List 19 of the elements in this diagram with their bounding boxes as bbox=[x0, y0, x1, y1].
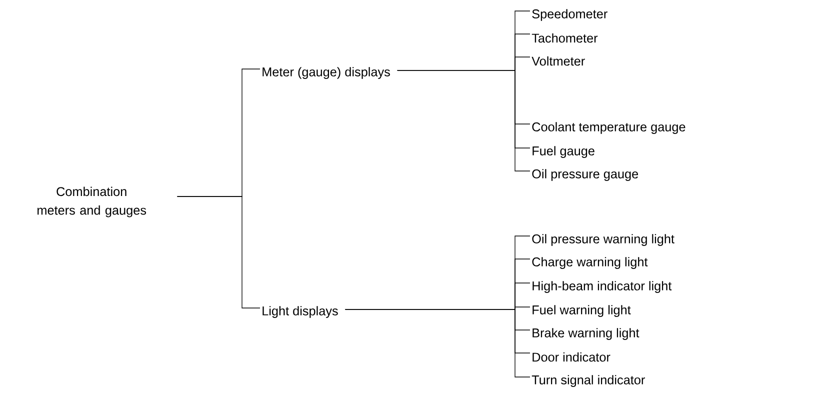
tree-label: Turn signal indicator bbox=[532, 375, 645, 387]
tree-label: Speedometer bbox=[532, 9, 608, 21]
tree-label: Oil pressure warning light bbox=[532, 234, 674, 246]
tree-label: Coolant temperature gauge bbox=[532, 122, 686, 134]
tree-label: Brake warning light bbox=[532, 328, 640, 340]
tree-label: Tachometer bbox=[532, 33, 598, 43]
tree-label: High-beam indicator light bbox=[532, 281, 672, 293]
tree-label: Meter (gauge) displays bbox=[262, 67, 390, 79]
tree-connector bbox=[344, 309, 530, 378]
tree-label: Fuel gauge bbox=[532, 146, 594, 158]
tree-label: Charge warning light bbox=[532, 257, 648, 269]
tree-connector bbox=[176, 196, 260, 308]
tree-label: Light displays bbox=[262, 306, 338, 318]
tree-connector bbox=[397, 70, 530, 172]
tree-label: Voltmeter bbox=[532, 56, 585, 66]
tree-label: Combination meters and gauges bbox=[38, 186, 146, 218]
tree-label: Door indicator bbox=[532, 352, 610, 362]
tree-label: Oil pressure gauge bbox=[532, 169, 638, 181]
tree-label: Fuel warning light bbox=[532, 305, 631, 317]
